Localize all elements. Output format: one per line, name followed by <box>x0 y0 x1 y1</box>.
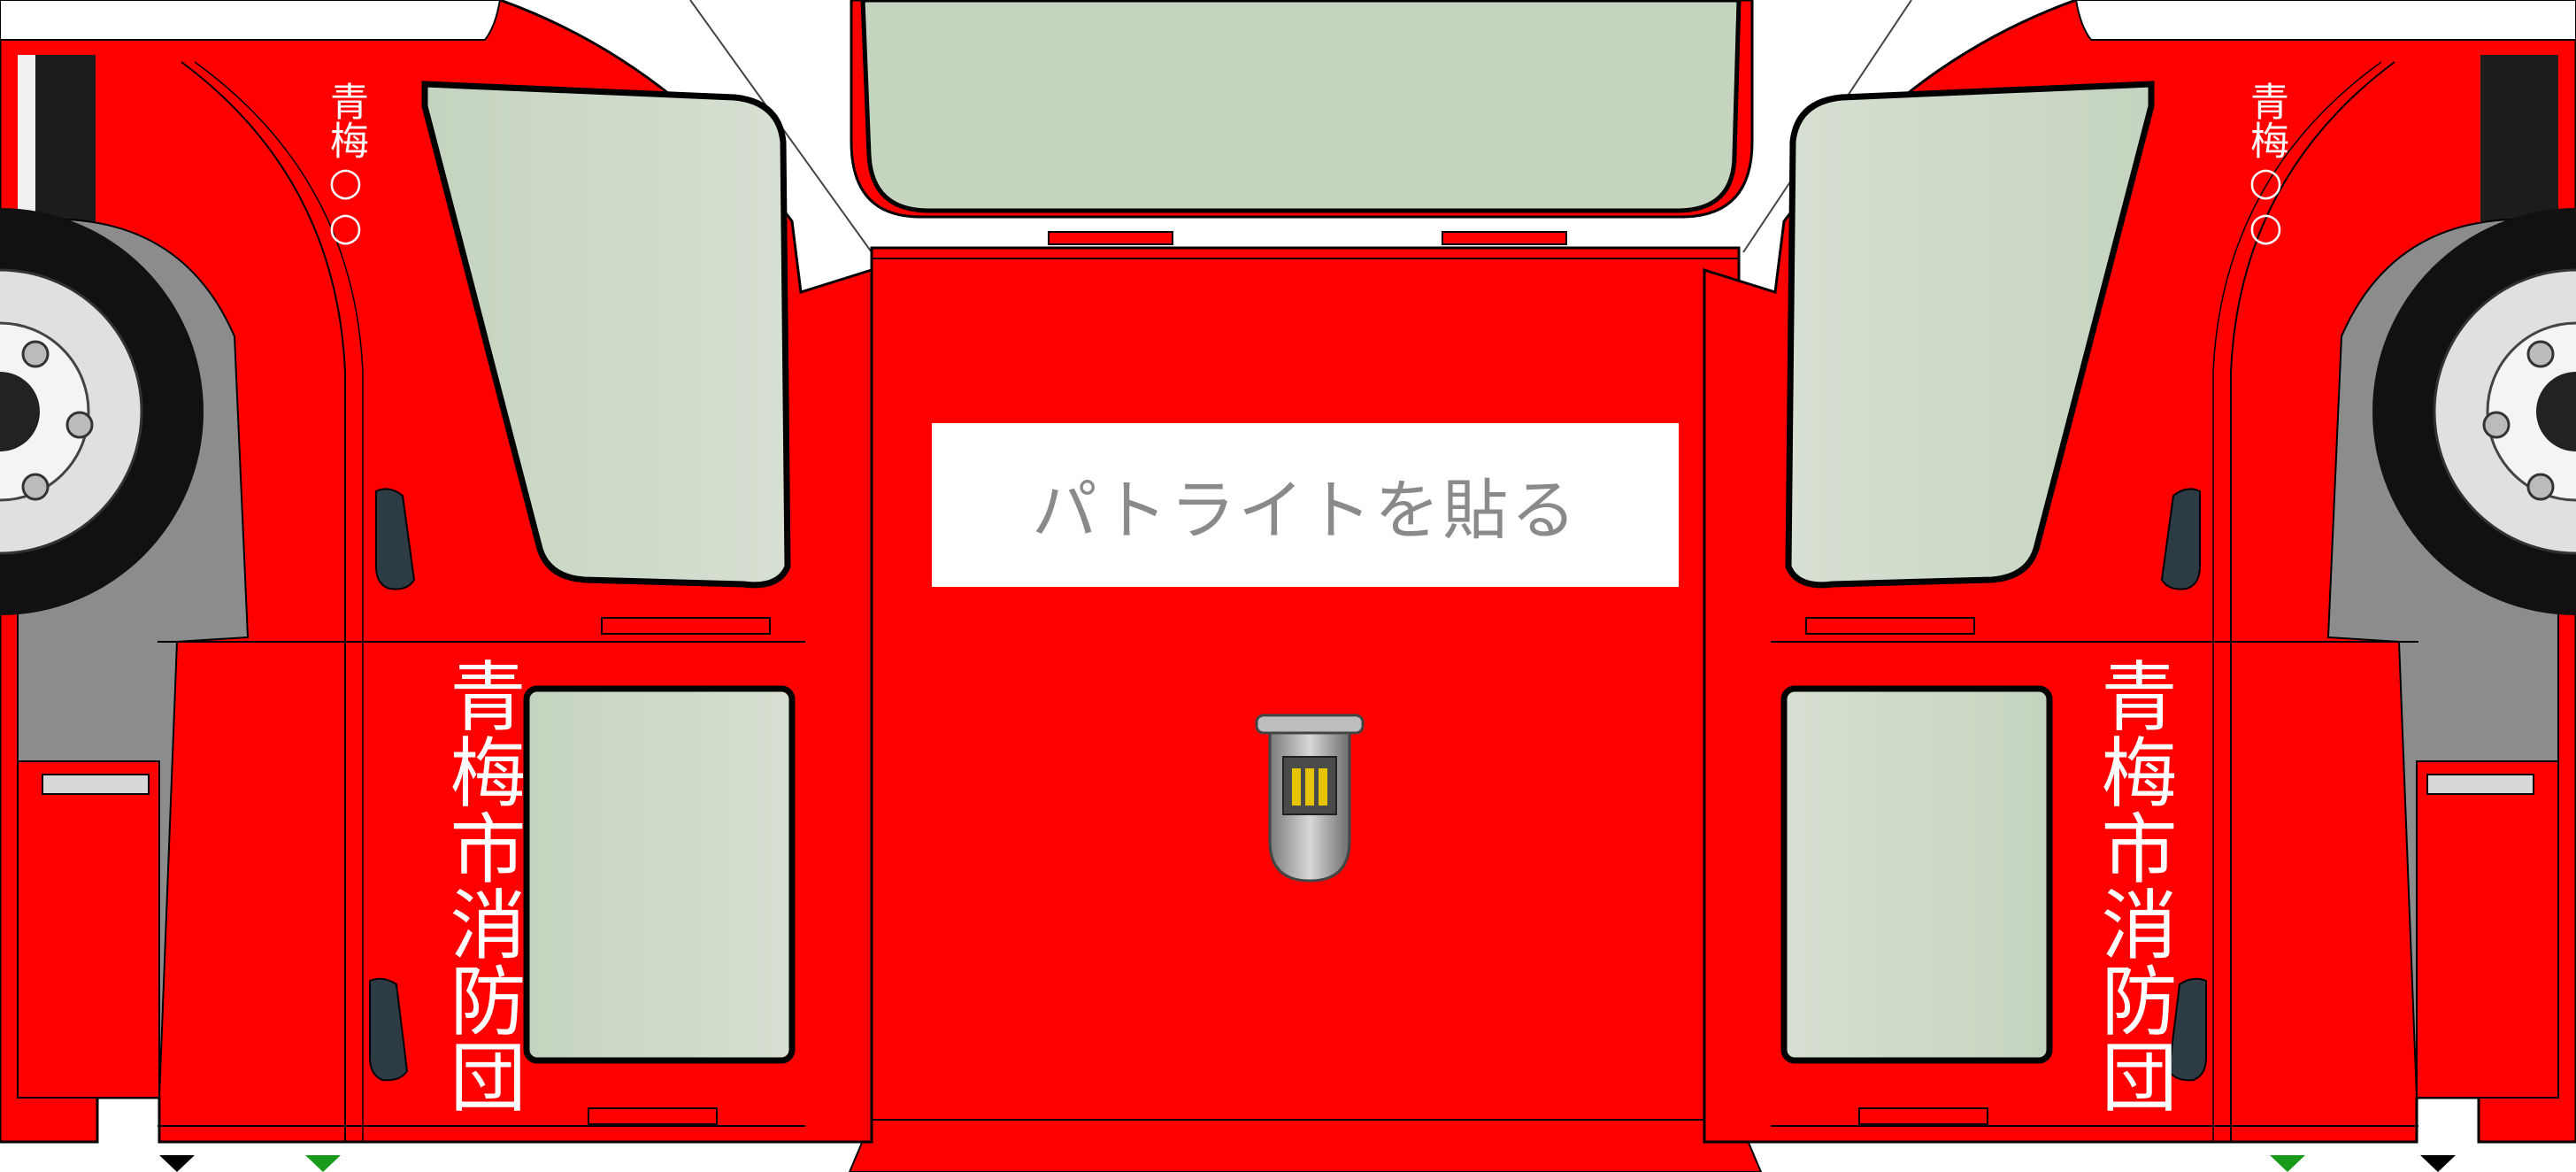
fold-marker-icon <box>159 1155 195 1172</box>
patlite-instruction-box: パトライトを貼る <box>932 423 1679 587</box>
door-handle-icon <box>375 488 416 590</box>
wheel-icon <box>2372 208 2576 615</box>
right-unit-number: 青梅○○ <box>2243 81 2288 250</box>
right-team-name: 青梅市消防団 <box>2088 657 2176 1114</box>
patlite-instruction-label: パトライトを貼る <box>1031 473 1580 549</box>
left-side-window-upper <box>421 81 791 589</box>
right-side-window-upper <box>1785 81 2155 589</box>
right-side-window-lower <box>1780 685 2053 1064</box>
windshield <box>860 0 1742 213</box>
fold-marker-icon <box>305 1155 341 1172</box>
wheel-icon <box>0 208 204 615</box>
left-team-name: 青梅市消防団 <box>436 657 525 1114</box>
center-panel <box>848 0 1763 1172</box>
left-unit-number: 青梅○○ <box>323 81 368 250</box>
left-side-window-lower <box>523 685 796 1064</box>
door-handle-icon <box>2167 977 2207 1082</box>
door-handle-icon <box>369 977 409 1082</box>
fold-marker-icon <box>2420 1155 2456 1172</box>
fold-marker-icon <box>2270 1155 2305 1172</box>
left-side-panel <box>0 0 873 1144</box>
rotating-light-icon <box>1255 713 1365 883</box>
door-handle-icon <box>2160 488 2201 590</box>
